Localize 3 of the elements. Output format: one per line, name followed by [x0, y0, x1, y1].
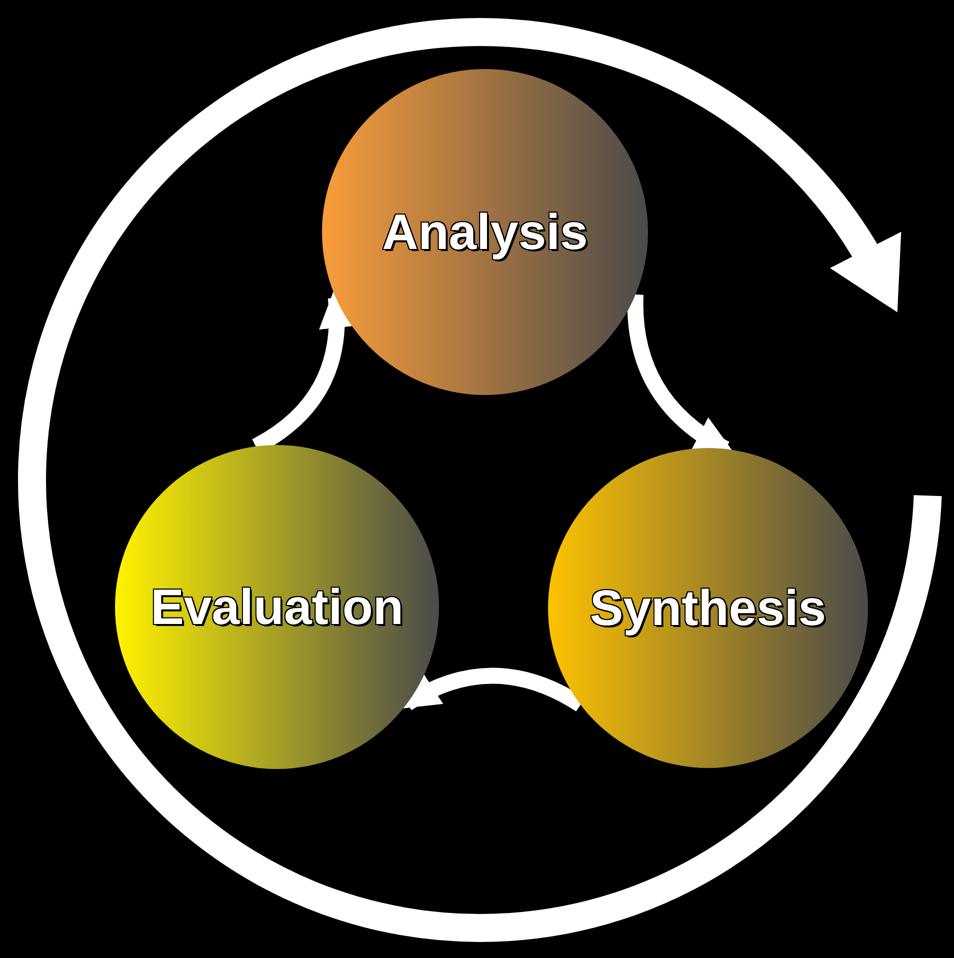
node-label: Evaluation — [150, 578, 404, 636]
node-label: Analysis — [382, 203, 588, 261]
node-label: Synthesis — [590, 579, 826, 637]
